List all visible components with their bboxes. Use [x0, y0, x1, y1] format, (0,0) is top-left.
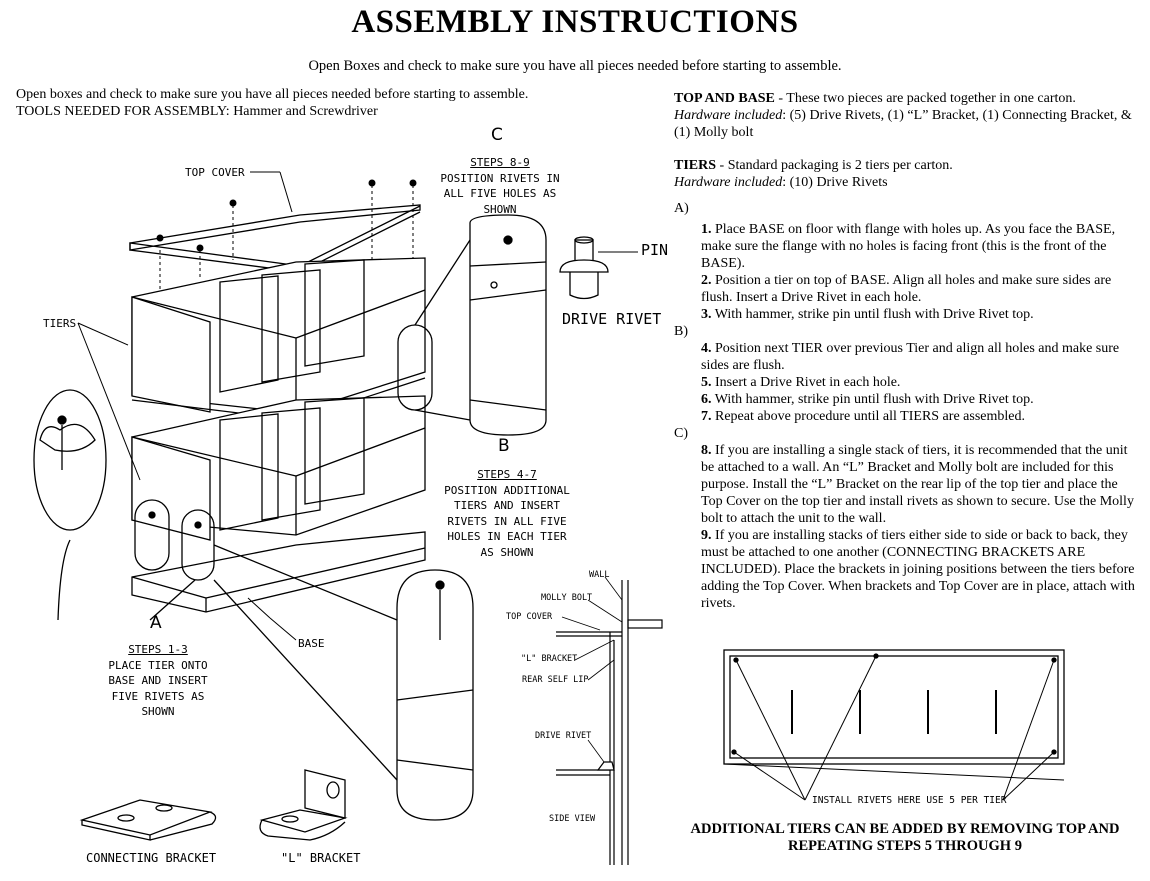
side-top-cover-label: TOP COVER — [506, 612, 553, 622]
step-c-caption: STEPS 8-9 POSITION RIVETS IN ALL FIVE HO… — [440, 156, 560, 216]
upper-tier-drawing — [131, 257, 426, 421]
tiers-label: TIERS — [43, 317, 77, 330]
step-4: 4. Position next TIER over previous Tier… — [701, 341, 1120, 373]
section-a-label: A) — [674, 201, 689, 216]
top-cover-label: TOP COVER — [185, 166, 245, 179]
step-7: 7. Repeat above procedure until all TIER… — [701, 409, 1025, 424]
lower-tier-drawing — [131, 395, 426, 541]
page-subtitle: Open Boxes and check to make sure you ha… — [308, 58, 842, 74]
tiers-info: TIERS - Standard packaging is 2 tiers pe… — [674, 157, 1139, 191]
connecting-bracket-drawing — [79, 799, 217, 841]
l-bracket-drawing — [259, 769, 348, 841]
side-view-drawing — [556, 576, 663, 865]
step-a-letter: A — [150, 613, 162, 633]
tiers-heading: TIERS — [674, 158, 717, 173]
side-rear-self-lip-label: REAR SELF LIP — [522, 675, 589, 685]
side-drive-rivet-label: DRIVE RIVET — [535, 731, 592, 741]
side-wall-label: WALL — [589, 570, 610, 580]
instructions-column: TOP AND BASE - These two pieces are pack… — [674, 90, 1139, 612]
rivet-icons — [156, 179, 417, 252]
install-rivets-label: INSTALL RIVETS HERE USE 5 PER TIER — [812, 795, 1007, 806]
top-base-info: TOP AND BASE - These two pieces are pack… — [674, 90, 1139, 141]
step-2: 2. Position a tier on top of BASE. Align… — [701, 273, 1112, 305]
step-5: 5. Insert a Drive Rivet in each hole. — [701, 375, 901, 390]
section-b-label: B) — [674, 324, 688, 339]
drive-rivet-drawing — [559, 236, 609, 300]
step-3: 3. With hammer, strike pin until flush w… — [701, 307, 1034, 322]
step-8: 8. If you are installing a single stack … — [701, 443, 1134, 526]
connecting-bracket-label: CONNECTING BRACKET — [86, 851, 217, 865]
tools-needed: TOOLS NEEDED FOR ASSEMBLY: Hammer and Sc… — [16, 103, 378, 119]
drive-rivet-label: DRIVE RIVET — [562, 310, 662, 328]
footer-note-line-2: REPEATING STEPS 5 THROUGH 9 — [788, 838, 1022, 854]
tiers-text: - Standard packaging is 2 tiers per cart… — [716, 158, 953, 173]
step-a-caption: STEPS 1-3 PLACE TIER ONTO BASE AND INSER… — [108, 643, 208, 718]
l-bracket-label: "L" BRACKET — [281, 851, 361, 865]
top-base-heading: TOP AND BASE — [674, 91, 775, 106]
top-base-text: - These two pieces are packed together i… — [774, 91, 1076, 106]
tiers-hardware-text: : (10) Drive Rivets — [782, 175, 888, 190]
step-1: 1. Place BASE on floor with flange with … — [701, 222, 1116, 271]
footer-note: ADDITIONAL TIERS CAN BE ADDED BY REMOVIN… — [660, 821, 1150, 855]
top-base-hardware-label: Hardware included — [674, 108, 783, 123]
step-6: 6. With hammer, strike pin until flush w… — [701, 392, 1034, 407]
step-c-letter: C — [491, 125, 503, 145]
intro-line-1: Open boxes and check to make sure you ha… — [16, 87, 529, 102]
step-b-letter: B — [498, 436, 510, 456]
base-label: BASE — [298, 637, 325, 650]
step-b-caption: STEPS 4-7 POSITION ADDITIONAL TIERS AND … — [444, 468, 570, 559]
rear-view-drawing — [723, 649, 1065, 801]
tiers-hardware-label: Hardware included — [674, 175, 783, 190]
side-molly-bolt-label: MOLLY BOLT — [541, 593, 593, 603]
section-c-label: C) — [674, 426, 688, 441]
detail-callouts — [33, 214, 547, 821]
side-l-bracket-label: "L" BRACKET — [521, 654, 578, 664]
side-view-caption: SIDE VIEW — [549, 814, 596, 824]
intro-block: Open boxes and check to make sure you ha… — [16, 87, 616, 120]
top-base-hardware-text: : (5) Drive Rivets, (1) “L” Bracket, (1)… — [674, 108, 1132, 140]
pin-label: PIN — [641, 241, 669, 259]
step-9: 9. If you are installing stacks of tiers… — [701, 528, 1135, 611]
page-title: ASSEMBLY INSTRUCTIONS — [351, 4, 799, 40]
footer-note-line-1: ADDITIONAL TIERS CAN BE ADDED BY REMOVIN… — [690, 821, 1120, 837]
